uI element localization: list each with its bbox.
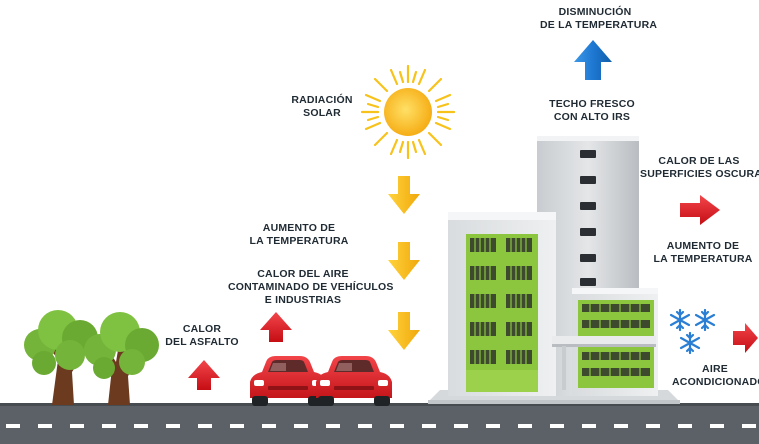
arrow-up-icon	[574, 40, 612, 80]
car-icon	[316, 356, 392, 406]
arrow-up-icon	[188, 360, 220, 390]
road-lane-markings	[6, 424, 756, 428]
arrow-down-icon	[388, 242, 420, 280]
arrow-down-icon	[388, 176, 420, 214]
snowflake-icon	[669, 308, 716, 355]
building-icon	[428, 136, 680, 404]
tree-icon	[84, 312, 159, 405]
arrow-down-icon	[388, 312, 420, 350]
road	[0, 403, 759, 444]
arrow-right-icon	[733, 323, 758, 353]
arrow-up-icon	[260, 312, 292, 342]
car-icon	[250, 356, 326, 406]
arrow-right-icon	[680, 195, 720, 225]
sun-icon	[360, 64, 456, 160]
tree-icon	[24, 310, 98, 405]
